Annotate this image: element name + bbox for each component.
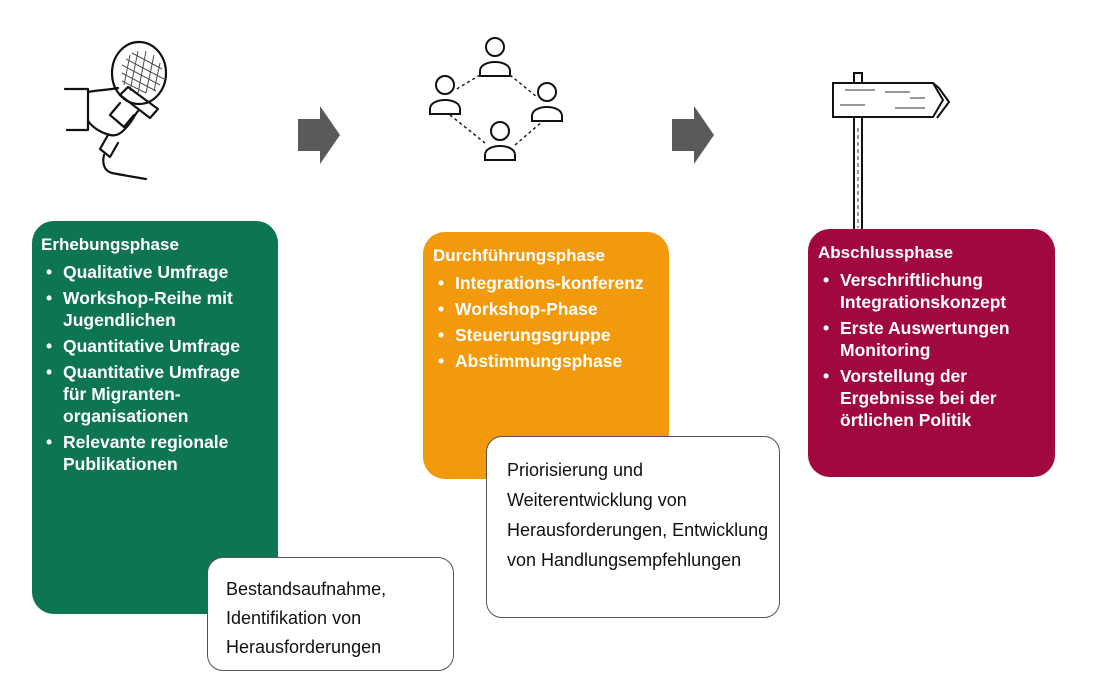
phase-summary-note: Bestandsaufnahme, Identifikation von Her… (207, 557, 454, 671)
phase-summary-note: Priorisierung und Weiterentwicklung von … (486, 436, 780, 618)
phase-item-list: Verschriftlichung Integrationskonzept Er… (818, 269, 1045, 431)
list-item: Abstimmungsphase (433, 350, 659, 372)
phase-title: Abschlussphase (818, 243, 954, 262)
phase-title: Erhebungsphase (41, 235, 179, 254)
list-item: Integrations-konferenz (433, 272, 659, 294)
microphone-in-hand-icon (63, 40, 168, 181)
phase-card-abschlussphase: Abschlussphase Verschriftlichung Integra… (808, 229, 1055, 477)
list-item: Quantitative Umfrage (41, 335, 268, 357)
phase-item-list: Qualitative Umfrage Workshop-Reihe mit J… (41, 261, 268, 475)
list-item: Workshop-Phase (433, 298, 659, 320)
signpost-icon (832, 72, 951, 233)
list-item: Relevante regionale Publikationen (41, 431, 268, 475)
list-item: Qualitative Umfrage (41, 261, 268, 283)
list-item: Quantitative Umfrage für Migranten-organ… (41, 361, 268, 427)
phase-item-list: Integrations-konferenz Workshop-Phase St… (433, 272, 659, 372)
right-arrow-icon (298, 106, 340, 164)
phase-title: Durchführungsphase (433, 246, 605, 265)
group-network-icon (429, 37, 563, 161)
list-item: Verschriftlichung Integrationskonzept (818, 269, 1045, 313)
list-item: Workshop-Reihe mit Jugendlichen (41, 287, 268, 331)
phase-card-erhebungsphase: Erhebungsphase Qualitative Umfrage Works… (32, 221, 278, 614)
list-item: Steuerungsgruppe (433, 324, 659, 346)
list-item: Vorstellung der Ergebnisse bei der örtli… (818, 365, 1045, 431)
right-arrow-icon (672, 106, 714, 164)
list-item: Erste Auswertungen Monitoring (818, 317, 1045, 361)
